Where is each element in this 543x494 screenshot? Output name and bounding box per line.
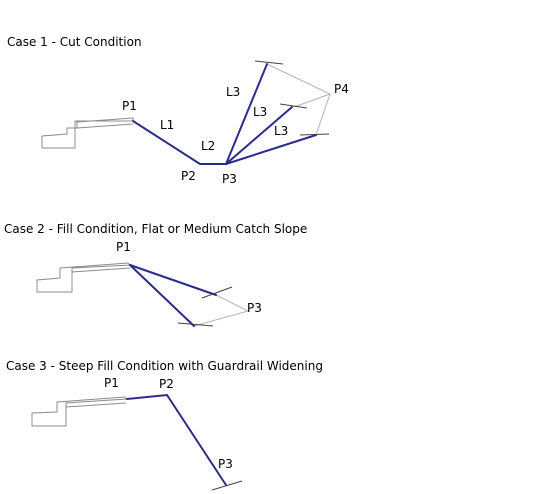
case1-l3-line-lower	[225, 134, 317, 165]
case1-tick-middle	[279, 103, 308, 109]
case2-tick-upper	[201, 286, 233, 299]
case3-label-p1: P1	[104, 376, 119, 390]
case2-title: Case 2 - Fill Condition, Flat or Medium …	[4, 222, 307, 236]
case1-label-p2: P2	[181, 169, 196, 183]
case2-tick-lower	[177, 322, 214, 327]
case1-l1-l2-line	[132, 120, 227, 165]
case1-label-l3-upper: L3	[226, 85, 240, 99]
case1-label-l3-lower: L3	[274, 124, 288, 138]
case1-roadway-outline	[41, 117, 134, 149]
case1-l3-line-middle	[225, 106, 293, 165]
case3-slope-line	[126, 393, 227, 486]
case1-title: Case 1 - Cut Condition	[7, 35, 142, 49]
case2-slope-line-upper	[129, 264, 217, 296]
case1-label-l3-middle: L3	[253, 105, 267, 119]
case3-tick	[211, 480, 243, 491]
case1-roadway-inner-line	[76, 123, 134, 129]
case2-label-p1: P1	[116, 240, 131, 254]
case1-label-l2: L2	[201, 139, 215, 153]
case1-tick-lower	[299, 133, 330, 136]
case3-roadway-inner-line	[65, 402, 127, 408]
case3-label-p3: P3	[218, 457, 233, 471]
case1-label-l1: L1	[160, 118, 174, 132]
case3-group: Case 3 - Steep Fill Condition with Guard…	[6, 359, 323, 491]
case2-construction-lines	[193, 294, 250, 327]
case1-construction-line-mid	[293, 93, 331, 108]
case3-roadway-outline	[31, 396, 127, 427]
case1-label-p4: P4	[334, 82, 349, 96]
case1-label-p3: P3	[222, 172, 237, 186]
case3-title: Case 3 - Steep Fill Condition with Guard…	[6, 359, 323, 373]
case1-group: Case 1 - Cut Condition P1 L1 L2 P2 P3 L3…	[7, 35, 349, 186]
case2-label-p3: P3	[247, 301, 262, 315]
case1-tick-upper	[254, 60, 284, 65]
case2-slope-line-lower	[129, 264, 195, 327]
case2-roadway-inner-line	[71, 267, 131, 273]
case1-label-p1: P1	[122, 99, 137, 113]
case2-group: Case 2 - Fill Condition, Flat or Medium …	[4, 222, 307, 327]
case3-label-p2: P2	[159, 377, 174, 391]
case2-roadway-outline	[36, 262, 132, 293]
case1-l3-line-upper	[225, 63, 268, 165]
